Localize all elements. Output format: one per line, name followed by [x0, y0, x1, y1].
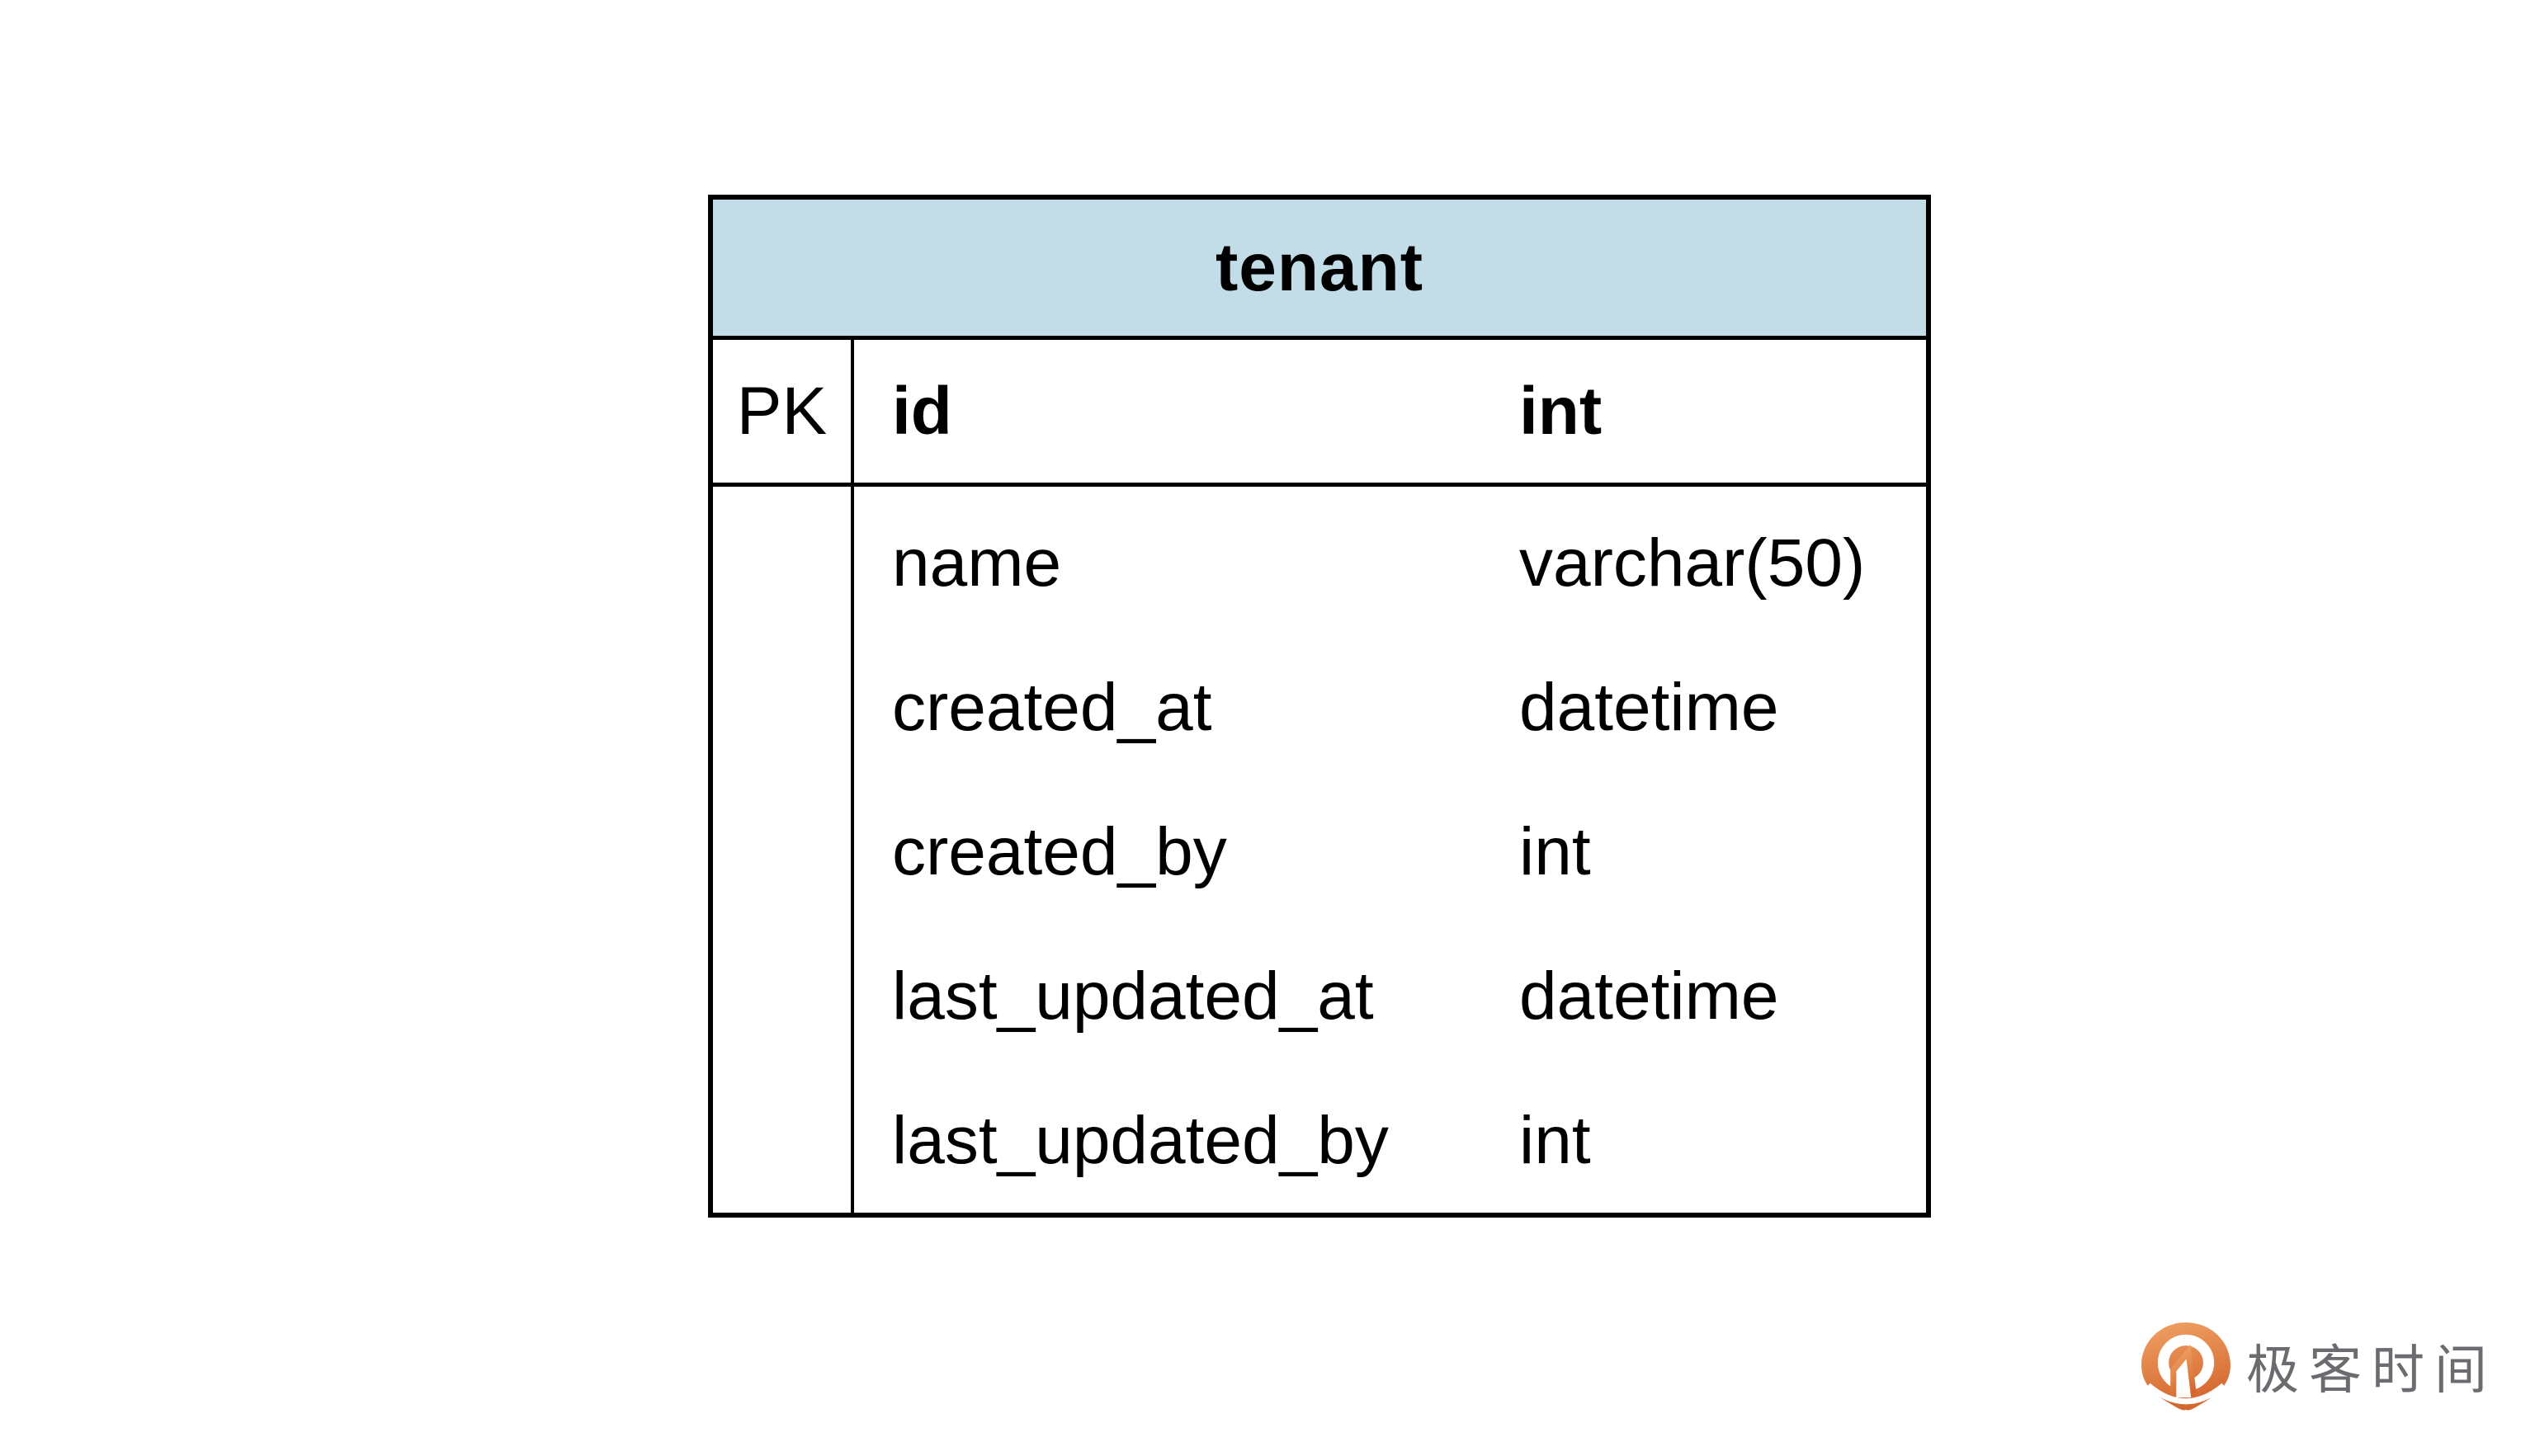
geektime-logo: 极客时间 — [2139, 1320, 2497, 1412]
pk-label: PK — [736, 373, 828, 449]
pk-attr-name: id — [892, 373, 952, 449]
geektime-logo-text: 极客时间 — [2246, 1341, 2497, 1400]
table-title: tenant — [1216, 229, 1423, 305]
pk-key-cell: PK — [713, 340, 854, 483]
attr-type: datetime — [1519, 958, 1779, 1034]
attr-row-last-updated-at: last_updated_at datetime — [854, 924, 1926, 1068]
attribute-rows: name varchar(50) created_at datetime cre… — [854, 487, 1926, 1213]
attr-row-created-by: created_by int — [854, 780, 1926, 925]
entity-table-tenant: tenant PK id int name varchar(50) create… — [708, 195, 1931, 1218]
attr-type: datetime — [1519, 670, 1779, 746]
attr-type: varchar(50) — [1519, 525, 1866, 601]
attr-name: name — [892, 525, 1062, 601]
key-column-spacer — [713, 487, 854, 1213]
geektime-logo-icon — [2141, 1322, 2231, 1411]
attr-row-created-at: created_at datetime — [854, 636, 1926, 780]
attr-name: created_by — [892, 813, 1227, 889]
primary-key-row: PK id int — [713, 340, 1926, 487]
attr-row-name: name varchar(50) — [854, 492, 1926, 636]
attr-type: int — [1519, 1102, 1591, 1178]
attr-type: int — [1519, 813, 1591, 889]
attr-name: created_at — [892, 670, 1212, 746]
attributes-body: name varchar(50) created_at datetime cre… — [713, 487, 1926, 1213]
table-header: tenant — [713, 200, 1926, 340]
attr-name: last_updated_by — [892, 1102, 1389, 1178]
attr-row-last-updated-by: last_updated_by int — [854, 1068, 1926, 1213]
attr-name: last_updated_at — [892, 958, 1374, 1034]
pk-attr-type: int — [1519, 373, 1603, 449]
pk-attr-cell: id int — [854, 340, 1926, 483]
